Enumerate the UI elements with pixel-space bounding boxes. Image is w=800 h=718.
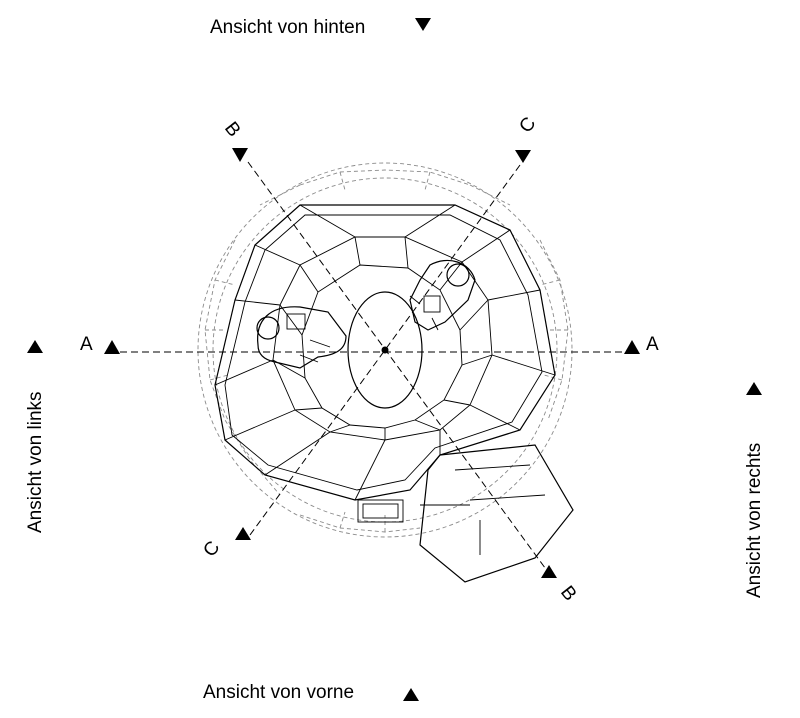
bench-bottom: [357, 499, 404, 523]
view-arrow-right-icon: [746, 382, 762, 395]
view-label-left-text: Ansicht von links: [25, 391, 46, 533]
section-b-top-label: B: [220, 118, 244, 141]
person-right-figure: [409, 259, 476, 331]
view-label-front-text: Ansicht von vorne: [203, 682, 354, 703]
section-c-bottom-arrow-icon: [235, 527, 251, 540]
outer-wall: [214, 204, 556, 501]
section-b-bottom-label: B: [556, 582, 580, 605]
view-label-front: Ansicht von vorne: [203, 682, 419, 703]
section-a-right-label: A: [646, 334, 659, 355]
section-a-left-label: A: [80, 334, 93, 355]
section-a-left-arrow-icon: [104, 340, 120, 354]
section-c-top-label: C: [515, 113, 540, 137]
view-label-left: Ansicht von links: [25, 340, 46, 533]
view-arrow-back-icon: [415, 18, 431, 31]
person-left-figure: [256, 306, 347, 369]
section-b-bottom-arrow-icon: [541, 565, 557, 578]
inner-ring: [214, 204, 556, 501]
section-b-top-arrow-icon: [232, 148, 248, 162]
view-label-back-text: Ansicht von hinten: [210, 17, 365, 38]
view-label-right-text: Ansicht von rechts: [744, 443, 765, 598]
section-a-right-arrow-icon: [624, 340, 640, 354]
section-line-a: A A: [80, 334, 659, 355]
entrance-annex: [419, 444, 574, 583]
view-arrow-left-icon: [27, 340, 43, 353]
section-c-top-arrow-icon: [515, 150, 531, 163]
view-label-back: Ansicht von hinten: [210, 17, 431, 38]
view-label-right: Ansicht von rechts: [744, 382, 765, 598]
view-arrow-front-icon: [403, 688, 419, 701]
section-line-c: C C: [199, 113, 540, 561]
section-c-bottom-label: C: [199, 537, 224, 561]
